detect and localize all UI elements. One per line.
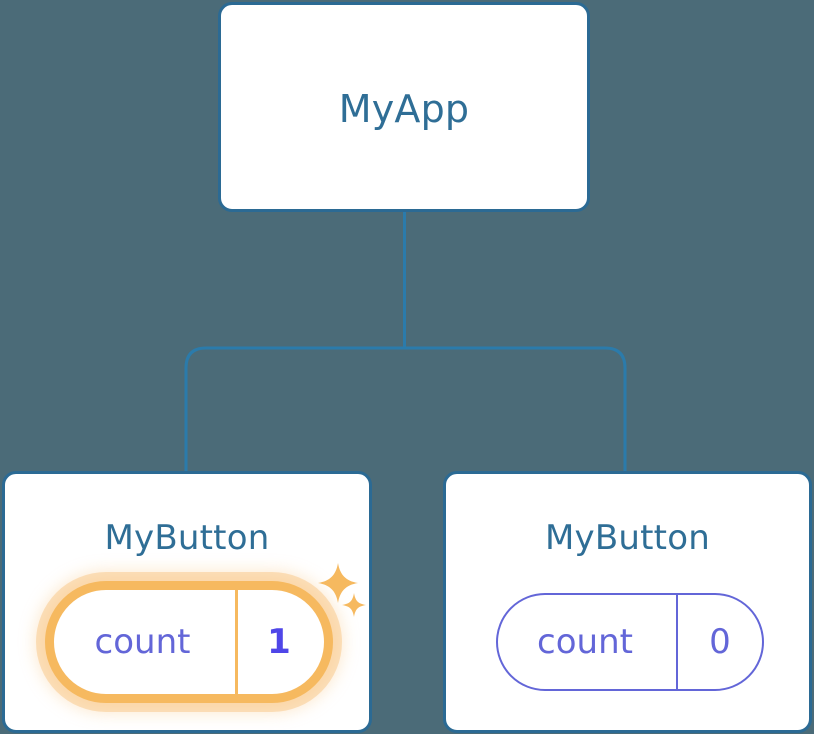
node-myapp-title: MyApp [338, 87, 470, 131]
node-mybutton-right[interactable]: MyButton count 0 [443, 471, 812, 733]
state-pill-right[interactable]: count 0 [496, 593, 764, 691]
node-mybutton-left[interactable]: MyButton count 1 [2, 471, 372, 733]
node-mybutton-left-title: MyButton [104, 518, 270, 558]
state-pill-left[interactable]: count 1 [45, 581, 333, 703]
state-value-left: 1 [267, 622, 291, 662]
node-myapp[interactable]: MyApp [218, 2, 590, 212]
node-mybutton-right-title: MyButton [545, 518, 710, 558]
state-key-right: count [498, 595, 678, 689]
state-value-right: 0 [709, 622, 731, 662]
edge-to-left-child [184, 346, 405, 472]
edge-to-right-child [404, 346, 627, 472]
state-key-left: count [54, 590, 238, 694]
